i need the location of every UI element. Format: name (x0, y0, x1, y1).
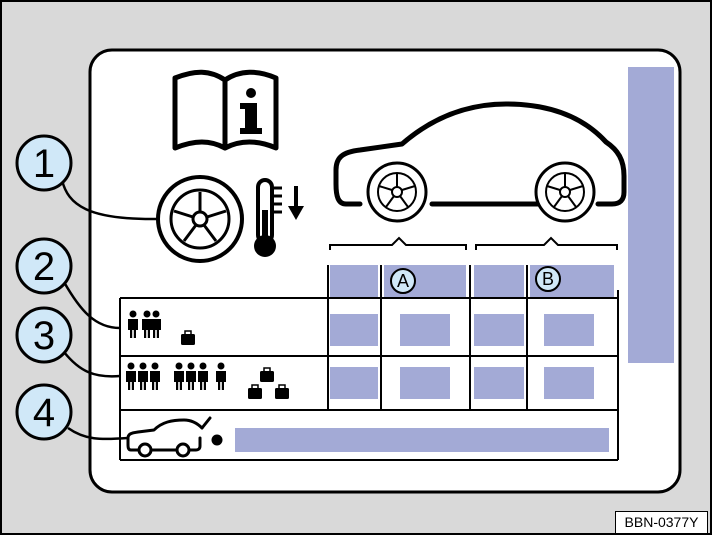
value-field-partial-a2 (400, 314, 450, 346)
tire-icon (156, 175, 244, 263)
header-field-a1 (330, 265, 378, 297)
callout-3-label: 3 (33, 314, 55, 358)
callout-3: 3 (15, 306, 73, 364)
callout-4-label: 4 (33, 391, 55, 435)
car-side-icon (333, 101, 627, 207)
column-marker-a-label: A (397, 271, 409, 291)
value-field-full-b1 (474, 367, 524, 399)
book-info-icon (172, 69, 279, 151)
callout-4: 4 (15, 383, 73, 441)
callout-leaders (60, 179, 159, 441)
callout-2-label: 2 (33, 245, 55, 289)
value-field-full-a1 (330, 367, 378, 399)
column-marker-b: B (535, 266, 561, 292)
value-field-full-a2 (400, 367, 450, 399)
front-axle-bracket (329, 236, 467, 250)
value-field-full-b2 (544, 367, 594, 399)
thermometer-down-icon (254, 178, 304, 257)
pressure-table-grid (119, 265, 619, 461)
rear-wheel-icon (534, 161, 596, 223)
rear-axle-bracket (475, 236, 618, 250)
front-wheel-icon (366, 161, 428, 223)
callout-2: 2 (15, 237, 73, 295)
side-field (628, 67, 674, 363)
column-marker-b-label: B (542, 269, 554, 289)
car-open-trunk-icon (126, 416, 212, 458)
callout-1-label: 1 (33, 142, 55, 186)
reference-code: BBN-0377Y (615, 511, 708, 534)
value-field-partial-a1 (330, 314, 378, 346)
column-marker-a: A (390, 268, 416, 294)
eco-pressure-field (235, 428, 609, 452)
value-field-partial-b2 (544, 314, 594, 346)
callout-1: 1 (15, 134, 73, 192)
header-field-b1 (474, 265, 524, 297)
eco-bullet-dot (211, 434, 223, 446)
value-field-partial-b1 (474, 314, 524, 346)
